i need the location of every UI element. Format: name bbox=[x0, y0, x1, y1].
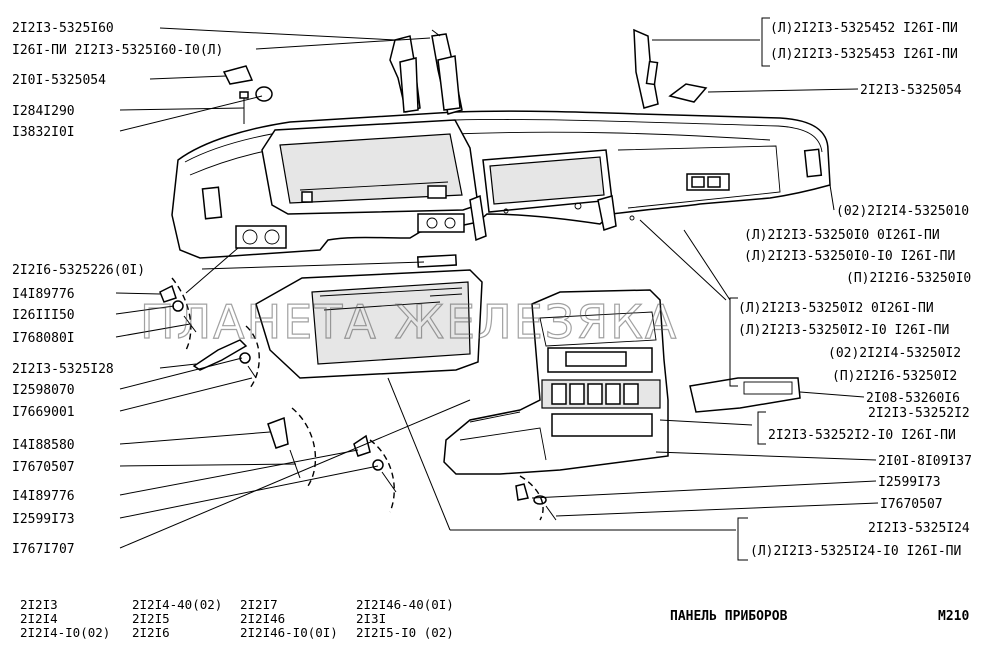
dashboard-panel bbox=[171, 110, 831, 259]
label-left: I4I89776 bbox=[12, 489, 75, 504]
model-code: 2I2I46-40(0I) bbox=[356, 597, 454, 612]
label-left: 2I2I3-5325I60 bbox=[12, 21, 114, 36]
label-left: 2I2I3-5325I28 bbox=[12, 362, 114, 377]
label-left: I26I-ПИ 2I2I3-5325I60-I0(Л) bbox=[12, 43, 223, 58]
label-right: 2I2I3-53252I2 bbox=[868, 406, 970, 421]
label-right: 2I0I-8I09I37 bbox=[878, 454, 972, 469]
label-left: I2599I73 bbox=[12, 512, 75, 527]
page-code: M210 bbox=[938, 609, 969, 624]
label-right: (П)2I2I6-53250I0 bbox=[846, 271, 971, 286]
label-left: 2I0I-5325054 bbox=[12, 73, 106, 88]
label-right: (Л)2I2I3-53250I2 0I26I-ПИ bbox=[738, 301, 934, 316]
label-right: 2I2I3-5325054 bbox=[860, 83, 962, 98]
label-right: (П)2I2I6-53250I2 bbox=[832, 369, 957, 384]
label-right: (Л)2I2I3-5325452 I26I-ПИ bbox=[770, 21, 958, 36]
model-code: 2I2I4-I0(02) bbox=[20, 625, 110, 640]
watermark: ПЛАНЕТА ЖЕЛЕЗЯКА bbox=[140, 295, 678, 349]
label-right: (Л)2I2I3-53250I0-I0 I26I-ПИ bbox=[744, 249, 955, 264]
assembly-guides bbox=[171, 277, 544, 521]
support-brackets bbox=[222, 28, 708, 124]
label-right: (Л)2I2I3-5325453 I26I-ПИ bbox=[770, 47, 958, 62]
label-left: I7669001 bbox=[12, 405, 75, 420]
label-right: 2I2I3-53252I2-I0 I26I-ПИ bbox=[768, 428, 956, 443]
label-left: 2I2I6-5325226(0I) bbox=[12, 263, 145, 278]
model-code: 2I2I6 bbox=[132, 625, 170, 640]
model-list: 2I2I3 2I2I4 2I2I4-I0(02) 2I2I4-40(02) 2I… bbox=[20, 597, 454, 640]
model-code: 2I2I46-I0(0I) bbox=[240, 625, 338, 640]
clip-left bbox=[222, 65, 254, 85]
label-right: (Л)2I2I3-53250I2-I0 I26I-ПИ bbox=[738, 323, 949, 338]
diagram-caption: ПАНЕЛЬ ПРИБОРОВ bbox=[670, 609, 788, 624]
label-left: I768080I bbox=[12, 331, 75, 346]
model-code: 2I2I4-40(02) bbox=[132, 597, 222, 612]
left-labels: 2I2I3-5325I60 I26I-ПИ 2I2I3-5325I60-I0(Л… bbox=[12, 21, 223, 557]
label-left: I4I89776 bbox=[12, 287, 75, 302]
right-labels: (Л)2I2I3-5325452 I26I-ПИ (Л)2I2I3-532545… bbox=[738, 21, 972, 559]
label-right: (Л)2I2I3-53250I0 0I26I-ПИ bbox=[744, 228, 940, 243]
model-code: 2I2I46 bbox=[240, 611, 285, 626]
leader-lines bbox=[115, 17, 879, 561]
label-left: I284I290 bbox=[12, 104, 75, 119]
model-code: 2I2I3 bbox=[20, 597, 58, 612]
label-left: I767I707 bbox=[12, 542, 75, 557]
label-left: I7670507 bbox=[12, 460, 75, 475]
label-right: I2599I73 bbox=[878, 475, 941, 490]
label-right: (02)2I2I4-5325010 bbox=[836, 204, 969, 219]
label-left: I2598070 bbox=[12, 383, 75, 398]
fasteners-left bbox=[159, 284, 557, 521]
label-right: (Л)2I2I3-5325I24-I0 I26I-ПИ bbox=[750, 544, 961, 559]
model-code: 2I2I7 bbox=[240, 597, 278, 612]
label-left: I3832I0I bbox=[12, 125, 75, 140]
center-console bbox=[443, 289, 801, 475]
model-code: 2I3I bbox=[356, 611, 386, 626]
model-code: 2I2I5 bbox=[132, 611, 170, 626]
cluster-hood bbox=[255, 254, 483, 379]
label-left: I26III50 bbox=[12, 308, 75, 323]
label-right: (02)2I2I4-53250I2 bbox=[828, 346, 961, 361]
clip-right bbox=[668, 83, 708, 103]
model-code: 2I2I5-I0 (02) bbox=[356, 625, 454, 640]
label-right: 2I08-53260I6 bbox=[866, 391, 960, 406]
label-right: 2I2I3-5325I24 bbox=[868, 521, 970, 536]
label-right: I7670507 bbox=[880, 497, 943, 512]
model-code: 2I2I4 bbox=[20, 611, 58, 626]
label-left: I4I88580 bbox=[12, 438, 75, 453]
